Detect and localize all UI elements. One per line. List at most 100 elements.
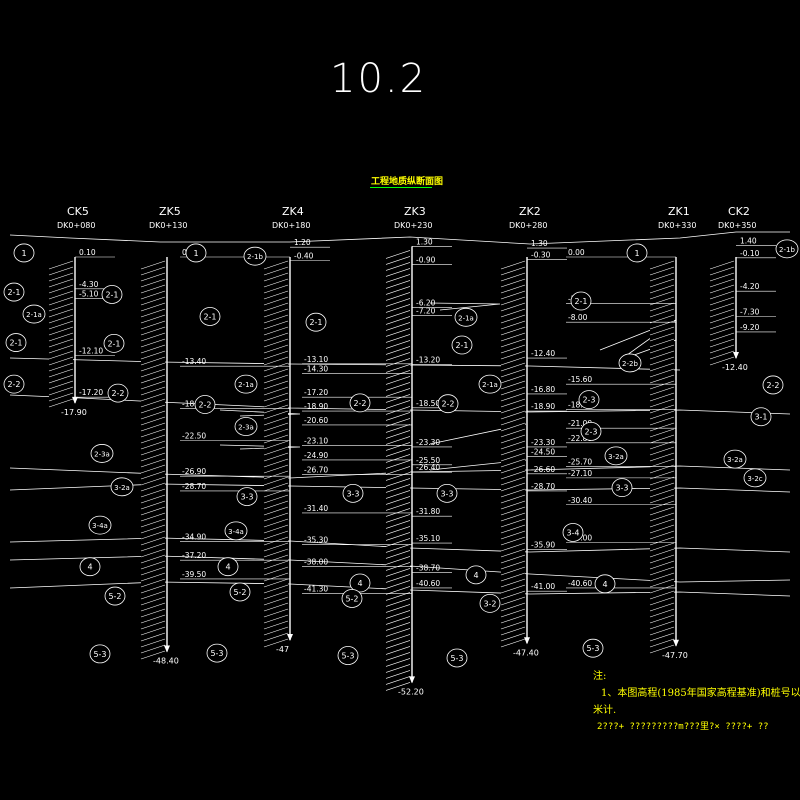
soil-layer-circle <box>341 589 363 608</box>
soil-layer-code: 5-3 <box>450 654 463 663</box>
soil-layer-circle <box>436 483 458 503</box>
hatch-line <box>500 386 526 396</box>
soil-layer-marker: 2-3a <box>90 444 114 463</box>
soil-layer-marker: 2-2 <box>194 395 216 414</box>
hatch-line <box>385 478 411 487</box>
hatch-line <box>140 530 166 540</box>
hatch-line <box>500 452 526 462</box>
notes-line-3: 2???+ ?????????m???里?× ????+ ?? <box>597 722 769 732</box>
soil-layer-circle <box>594 574 616 594</box>
soil-layer-marker: 5-3 <box>89 644 111 664</box>
soil-layer-marker: 2-1b <box>243 246 267 266</box>
soil-layer-circle <box>229 582 251 602</box>
hatch-line <box>385 574 411 583</box>
hatch-line <box>48 332 74 342</box>
soil-layer-circle <box>775 239 799 259</box>
hatch-line <box>649 608 675 618</box>
hatch-line <box>649 434 675 444</box>
hatch-line <box>649 404 675 414</box>
hatch-line <box>263 488 289 498</box>
hatch-line <box>140 464 166 474</box>
hatch-line <box>140 482 166 492</box>
soil-layer-code: 2-2 <box>766 381 779 390</box>
hatch-line <box>48 344 74 354</box>
hatch-line <box>500 584 526 594</box>
soil-layer-marker: 2-1 <box>3 282 25 302</box>
hatch-line <box>500 464 526 474</box>
elevation-label: -16.80 <box>531 385 555 394</box>
hatch-line <box>140 560 166 570</box>
hatch-line <box>140 434 166 444</box>
elevation-label: -0.90 <box>416 255 436 264</box>
elevation-label: -7.30 <box>740 307 760 316</box>
soil-layer-circle <box>437 394 459 414</box>
soil-layer-circle <box>611 478 633 498</box>
soil-layer-circle <box>570 291 592 311</box>
hatch-line <box>263 578 289 588</box>
hatch-line <box>385 634 411 643</box>
hatch-line <box>709 302 735 312</box>
soil-layer-code: 2-1b <box>779 246 795 254</box>
soil-layer-code: 2-2 <box>111 389 124 398</box>
soil-layer-circle <box>194 395 216 414</box>
elevation-label: -31.80 <box>416 507 440 516</box>
soil-layer-circle <box>224 521 248 541</box>
hatch-line <box>500 614 526 624</box>
soil-layer-marker: 2-2b <box>618 353 642 373</box>
soil-layer-circle <box>243 246 267 266</box>
hatch-line <box>649 368 675 378</box>
hatch-line <box>385 436 411 445</box>
hatch-line <box>48 308 74 318</box>
hatch-line <box>385 346 411 355</box>
elevation-label: 1.20 <box>294 238 311 247</box>
hatch-line <box>500 638 526 648</box>
borehole-bottom-arrow <box>524 637 530 645</box>
elevation-label: -30.40 <box>568 496 592 505</box>
soil-layer-circle <box>90 444 114 463</box>
soil-layer-circle <box>22 304 46 324</box>
hatch-line <box>500 620 526 630</box>
hatch-line <box>263 518 289 528</box>
hatch-line <box>649 524 675 534</box>
soil-layer-circle <box>199 307 221 326</box>
hatch-line <box>140 380 166 390</box>
hatch-line <box>385 280 411 289</box>
hatch-line <box>48 266 74 276</box>
hatch-line <box>48 356 74 366</box>
hatch-line <box>263 476 289 486</box>
hatch-line <box>709 290 735 300</box>
soil-layer-marker: 2-1 <box>103 333 125 353</box>
elevation-label: 1.30 <box>531 239 548 248</box>
soil-layer-marker: 1 <box>626 243 648 263</box>
hatch-line <box>263 542 289 552</box>
hatch-line <box>385 268 411 277</box>
elevation-label: -18.90 <box>304 402 328 411</box>
ground-surface-line <box>9 231 790 245</box>
soil-layer-marker: 3-2a <box>604 446 628 466</box>
hatch-line <box>140 404 166 414</box>
hatch-line <box>649 314 675 324</box>
hatch-line <box>709 284 735 294</box>
hatch-line <box>500 512 526 522</box>
hatch-line <box>385 472 411 481</box>
elevation-label: 1.40 <box>740 237 757 246</box>
hatch-line <box>709 314 735 324</box>
hatch-line <box>500 596 526 606</box>
hatch-line <box>500 338 526 348</box>
hatch-line <box>385 286 411 295</box>
hatch-line <box>500 590 526 600</box>
soil-layer-marker: 2-1a <box>454 307 478 327</box>
hatch-line <box>140 476 166 486</box>
elevation-label: -24.50 <box>531 448 555 457</box>
hatch-line <box>48 314 74 324</box>
soil-layer-code: 1 <box>193 249 198 258</box>
elevation-label: -26.90 <box>182 467 206 476</box>
hatch-line <box>263 530 289 540</box>
hatch-line <box>263 632 289 642</box>
hatch-line <box>140 548 166 558</box>
hatch-line <box>649 530 675 540</box>
hatch-line <box>140 440 166 450</box>
soil-layer-circle <box>103 333 125 353</box>
hatch-line <box>500 542 526 552</box>
elevation-label: -4.30 <box>79 280 99 289</box>
